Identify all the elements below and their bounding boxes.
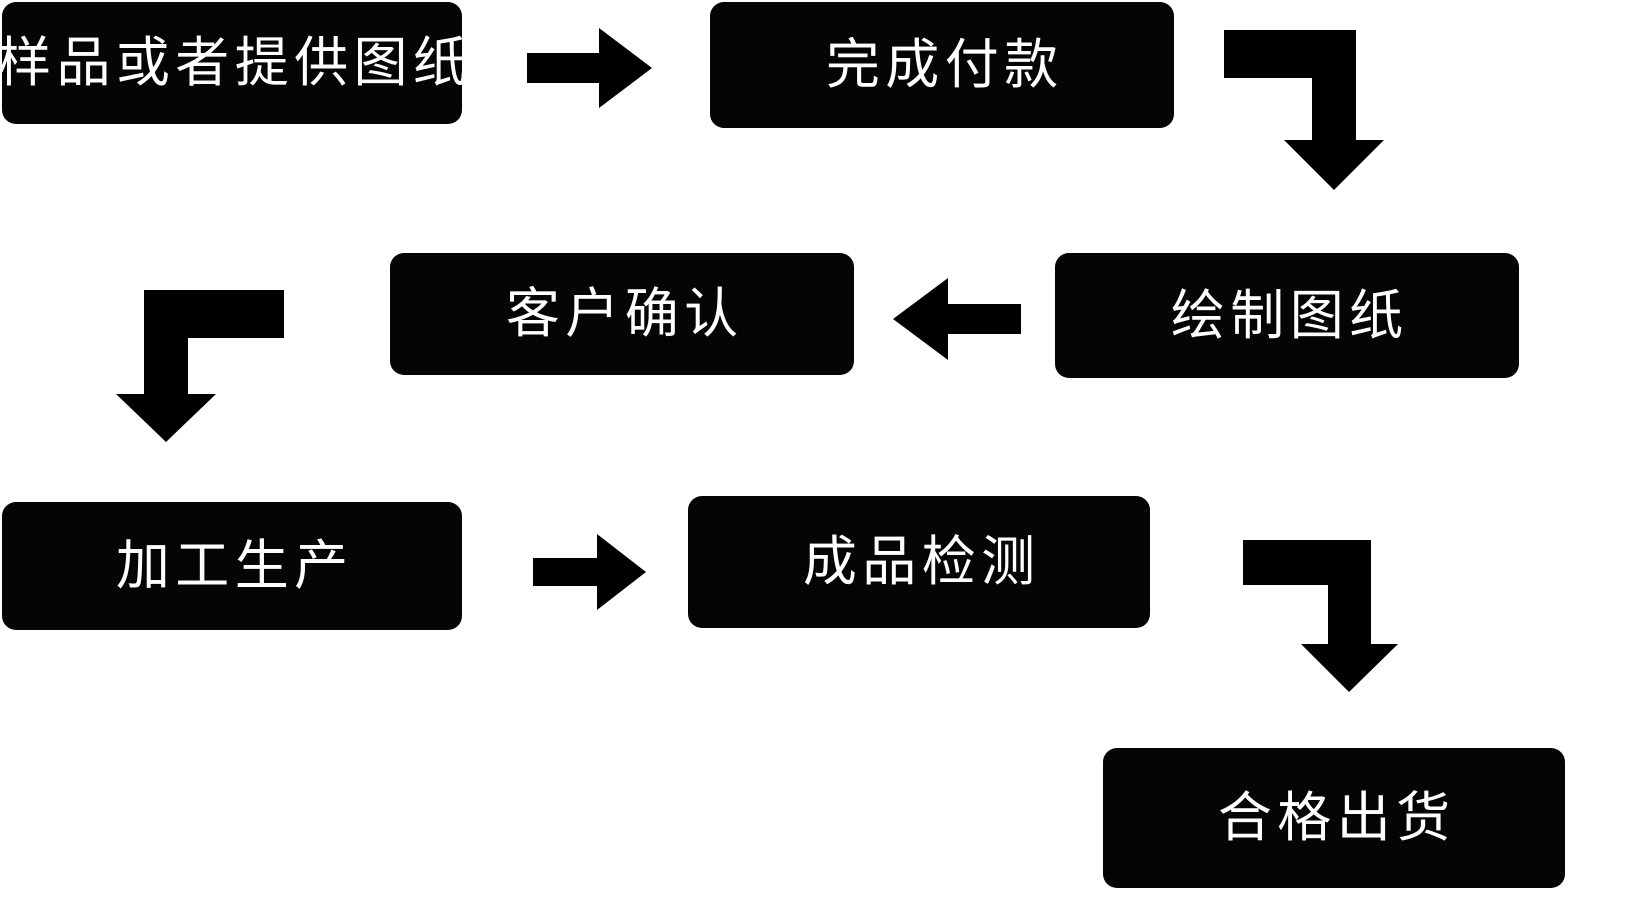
flow-node-drawing[interactable]: 绘制图纸 (1055, 253, 1519, 378)
arrow-right-icon (527, 28, 652, 108)
arrow-elbow-left-down-icon (116, 290, 284, 442)
flow-node-inspection-label: 成品检测 (802, 530, 1041, 593)
flow-node-confirm[interactable]: 客户确认 (390, 253, 854, 375)
flow-node-production[interactable]: 加工生产 (2, 502, 462, 630)
arrow-elbow-right-down-icon (1243, 540, 1398, 692)
flow-node-payment[interactable]: 完成付款 (710, 2, 1174, 128)
flow-node-sample[interactable]: 样品或者提供图纸 (0, 2, 467, 124)
flow-node-shipment[interactable]: 合格出货 (1103, 748, 1565, 888)
arrow-left-icon (893, 278, 1021, 360)
flow-node-inspection[interactable]: 成品检测 (688, 496, 1150, 628)
arrow-right-icon (533, 534, 646, 610)
flow-node-production-label: 加工生产 (115, 534, 354, 597)
arrow-elbow-right-down-icon (1224, 30, 1384, 190)
flow-node-drawing-label: 绘制图纸 (1170, 283, 1409, 347)
flow-node-confirm-label: 客户确认 (505, 282, 744, 345)
flow-node-payment-label: 完成付款 (825, 33, 1064, 96)
flow-node-shipment-label: 合格出货 (1217, 786, 1456, 849)
flow-node-sample-label: 样品或者提供图纸 (0, 31, 473, 94)
